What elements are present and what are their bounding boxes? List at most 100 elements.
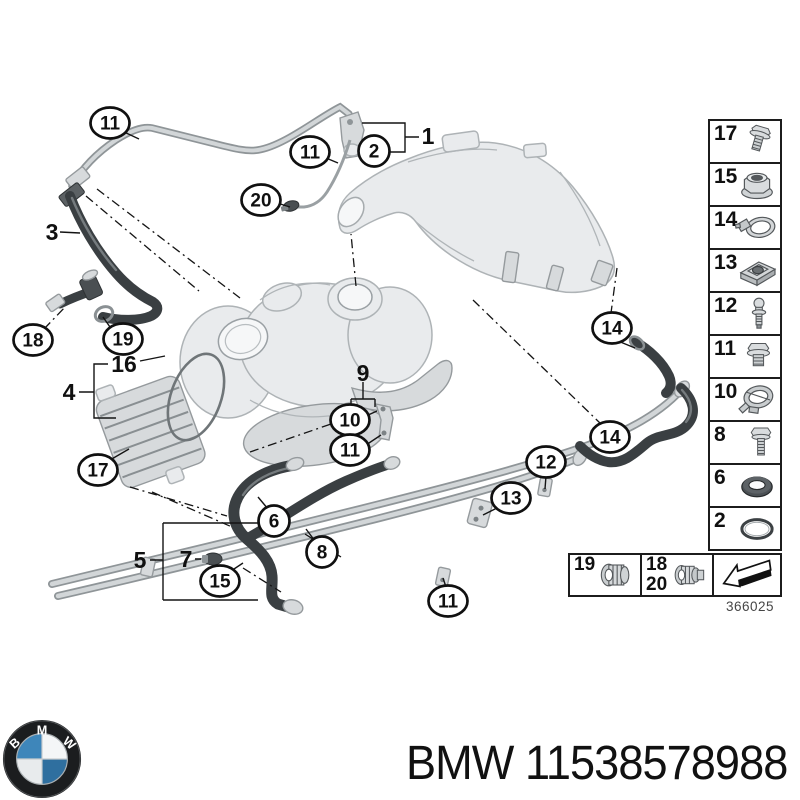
footer: B M W BMW 11538578988 — [0, 710, 800, 800]
hose-connector-icon — [600, 563, 630, 587]
legend-cell-2: 2 — [710, 508, 780, 549]
direction-arrow-icon — [722, 559, 772, 588]
svg-text:2: 2 — [369, 142, 380, 163]
svg-text:8: 8 — [317, 543, 328, 564]
callout-15: 15 — [199, 564, 241, 598]
seal-ring-icon — [741, 475, 773, 497]
coolant-pipes — [48, 380, 691, 600]
charge-hoses-14 — [575, 335, 698, 468]
legend-cell-13: 13 — [710, 250, 780, 293]
legend-number: 6 — [714, 466, 726, 489]
callout-11: 11 — [89, 106, 131, 140]
callout-10: 10 — [329, 403, 371, 437]
legend-cell-14: 14 — [710, 207, 780, 250]
cage-nut-icon — [739, 260, 777, 286]
connector-cell-18-20: 18 20 — [642, 555, 714, 595]
hose-connector-icon — [674, 564, 705, 586]
legend-cell-10: 10 — [710, 379, 780, 422]
part-label-4: 4 — [63, 379, 76, 405]
svg-text:17: 17 — [87, 461, 108, 482]
callout-11: 11 — [427, 584, 469, 618]
part-label-7: 7 — [180, 546, 193, 572]
charge-air-duct — [337, 130, 616, 294]
worm-clamp-icon — [735, 216, 776, 238]
flange-bolt-icon — [749, 124, 771, 152]
short-bolt-icon — [746, 342, 771, 366]
connector-variants-box: 19 18 20 — [568, 553, 782, 597]
sensor-line — [295, 139, 352, 209]
callout-11: 11 — [329, 433, 371, 467]
turbocharger — [179, 277, 453, 468]
svg-text:6: 6 — [269, 512, 280, 533]
legend-number: 15 — [714, 165, 738, 188]
callout-6: 6 — [257, 504, 291, 538]
legend-cell-17: 17 — [710, 121, 780, 164]
flange-nut-icon — [741, 172, 773, 199]
legend-number: 13 — [714, 251, 738, 274]
part-label-5: 5 — [134, 547, 147, 573]
legend-cell-11: 11 — [710, 336, 780, 379]
callout-13: 13 — [490, 481, 532, 515]
vent-pipe — [58, 102, 353, 207]
exploded-drawing — [45, 102, 698, 615]
svg-text:13: 13 — [500, 489, 521, 510]
svg-text:14: 14 — [599, 428, 621, 449]
callout-14: 14 — [589, 420, 631, 454]
legend-number: 12 — [714, 294, 738, 317]
svg-text:11: 11 — [300, 143, 321, 164]
part-label-9: 9 — [357, 360, 370, 386]
parts-legend: 17 15 14 — [708, 119, 782, 551]
brand-text: BMW — [406, 737, 514, 790]
leader-lines — [43, 122, 636, 601]
svg-text:12: 12 — [535, 453, 556, 474]
connector-cell-19: 19 — [570, 555, 642, 595]
part-number-text: 11538578988 — [525, 737, 788, 790]
svg-text:11: 11 — [438, 592, 459, 613]
legend-number: 11 — [714, 337, 737, 360]
svg-text:11: 11 — [340, 441, 361, 462]
legend-cell-12: 12 — [710, 293, 780, 336]
connector-number: 19 — [574, 554, 596, 575]
callout-14: 14 — [591, 311, 633, 345]
logo-letter: M — [37, 724, 48, 738]
callout-8: 8 — [305, 535, 339, 569]
coolant-hose-3 — [65, 191, 163, 325]
svg-text:11: 11 — [100, 114, 121, 135]
callout-17: 17 — [77, 453, 119, 487]
svg-text:10: 10 — [339, 411, 360, 432]
figure-number: 366025 — [725, 599, 774, 614]
oil-cooler — [95, 375, 206, 489]
svg-text:15: 15 — [209, 572, 231, 593]
hex-bolt-icon — [750, 427, 772, 455]
oil-cooler-gasket — [166, 352, 226, 442]
ball-stud-icon — [751, 297, 767, 329]
holder-bracket — [374, 403, 394, 441]
direction-arrow-cell — [714, 555, 780, 595]
callout-12: 12 — [525, 445, 567, 479]
sensor-7 — [202, 552, 223, 566]
legend-number: 10 — [714, 380, 738, 403]
part-title: BMW 11538578988 — [406, 736, 788, 791]
callout-18: 18 — [12, 323, 54, 357]
ear-clamp-icon — [738, 384, 774, 414]
svg-text:18: 18 — [22, 331, 43, 352]
legend-cell-6: 6 — [710, 465, 780, 508]
connector-number: 18 20 — [646, 554, 668, 595]
svg-text:20: 20 — [250, 191, 271, 212]
part-label-3: 3 — [46, 219, 59, 245]
legend-number: 8 — [714, 423, 726, 446]
callout-2: 2 — [357, 134, 391, 168]
legend-cell-15: 15 — [710, 164, 780, 207]
svg-text:19: 19 — [112, 330, 133, 351]
legend-number: 17 — [714, 122, 738, 145]
callout-19: 19 — [102, 322, 144, 356]
svg-text:14: 14 — [601, 319, 623, 340]
part-label-1: 1 — [422, 123, 435, 149]
legend-cell-8: 8 — [710, 422, 780, 465]
legend-number: 2 — [714, 509, 726, 532]
callout-11: 11 — [289, 135, 331, 169]
